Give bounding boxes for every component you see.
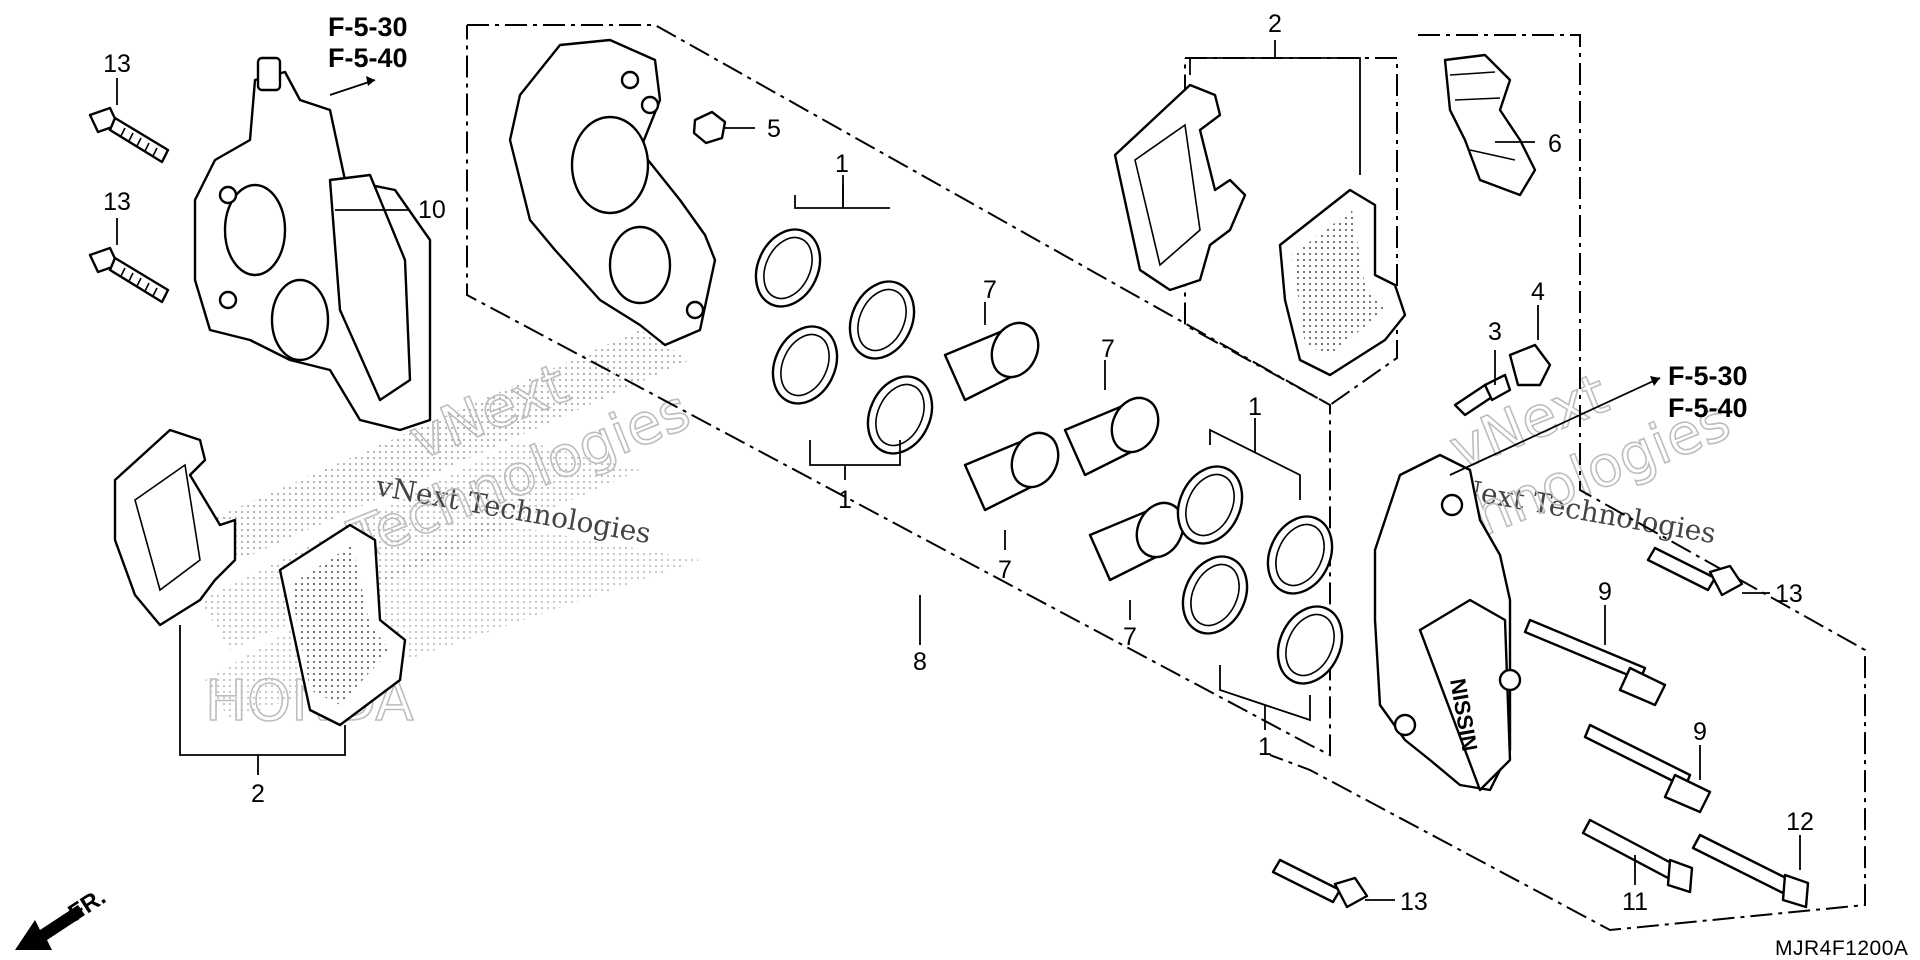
bleeder-cap-4[interactable] [1508, 343, 1552, 387]
callout-13-b: 13 [103, 188, 131, 216]
bleeder-cap-5[interactable] [692, 110, 727, 145]
pad-pin-9-a[interactable] [1523, 618, 1667, 707]
bolt-13-right-upper[interactable] [1646, 546, 1744, 597]
bolt-12[interactable] [1691, 833, 1810, 909]
caliper-body-8[interactable] [508, 38, 717, 347]
assembly-box-left [466, 24, 1331, 757]
callout-13-a: 13 [103, 50, 131, 78]
pistons-7[interactable] [943, 315, 1192, 582]
callout-7-a: 7 [983, 276, 997, 304]
callout-2-b: 2 [251, 780, 265, 808]
callout-7-d: 7 [1123, 623, 1137, 651]
diagram-code: MJR4F1200A [1775, 937, 1908, 960]
callout-7-c: 7 [1101, 335, 1115, 363]
pad-spring-6[interactable] [1443, 53, 1537, 197]
callout-1-c: 1 [1248, 393, 1262, 421]
bolt-13-right-lower[interactable] [1271, 858, 1369, 909]
ref-right-2[interactable]: F-5-40 [1668, 393, 1748, 423]
brake-pad-2-top-a[interactable] [1113, 83, 1247, 292]
piston-seals-1-left[interactable] [744, 219, 944, 464]
piston-seals-1-right[interactable] [1166, 456, 1354, 694]
pad-pin-9-b[interactable] [1583, 723, 1712, 814]
callout-5: 5 [767, 115, 781, 143]
bolt-11[interactable] [1581, 818, 1694, 894]
bleeder-valve-3[interactable] [1453, 373, 1512, 417]
callout-10: 10 [418, 196, 446, 224]
callout-9-a: 9 [1598, 578, 1612, 606]
front-direction-arrow: FR. [15, 883, 111, 950]
callout-1-d: 1 [1258, 733, 1272, 761]
leader-lines [116, 40, 1801, 901]
callout-1-a: 1 [835, 150, 849, 178]
callout-13-c: 13 [1775, 580, 1803, 608]
callout-8: 8 [913, 648, 927, 676]
callout-7-b: 7 [998, 556, 1012, 584]
brake-pad-2-left-b[interactable] [278, 523, 407, 727]
callout-6: 6 [1548, 130, 1562, 158]
bolt-13-top-left-a[interactable] [88, 106, 170, 164]
brake-pad-2-top-b[interactable] [1278, 188, 1407, 377]
callout-1-b: 1 [838, 486, 852, 514]
callout-2-a: 2 [1268, 10, 1282, 38]
caliper-right-nissin[interactable]: NISSIN [1373, 453, 1522, 792]
caliper-assembly-10[interactable] [193, 56, 432, 432]
callout-11: 11 [1622, 888, 1648, 916]
callout-3: 3 [1488, 318, 1502, 346]
callout-12: 12 [1786, 808, 1814, 836]
callout-4: 4 [1531, 278, 1545, 306]
assembly-box-right [1269, 34, 1866, 932]
bolt-13-top-left-b[interactable] [88, 246, 170, 304]
ref-top-left-2[interactable]: F-5-40 [328, 43, 408, 73]
ref-top-left-1[interactable]: F-5-30 [328, 12, 408, 42]
callout-13-d: 13 [1400, 888, 1428, 916]
ref-right-1[interactable]: F-5-30 [1668, 361, 1748, 391]
callout-9-b: 9 [1693, 718, 1707, 746]
brake-pad-2-left-a[interactable] [113, 428, 237, 627]
